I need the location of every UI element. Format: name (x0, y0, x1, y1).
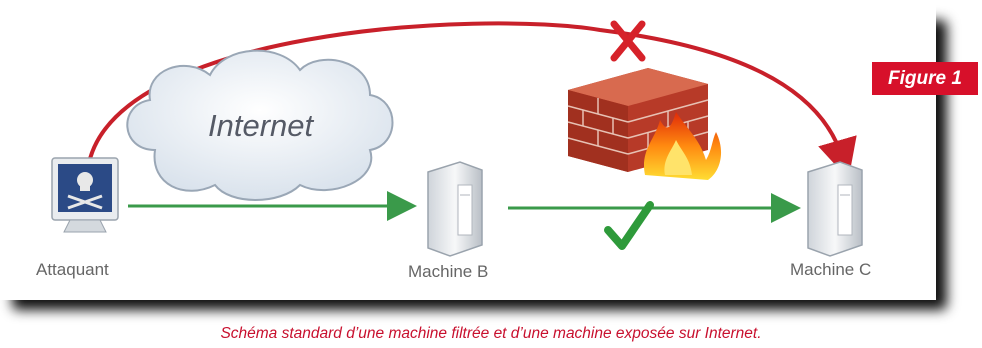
diagram-panel: Internet Attaquant Machine B Machine C (36, 20, 872, 281)
server-icon (427, 161, 483, 257)
figure-caption: Schéma standard d’une machine filtrée et… (220, 325, 762, 342)
cloud-icon (126, 49, 394, 201)
figure-tag: Figure 1 (872, 62, 978, 95)
check-icon (604, 201, 654, 250)
attacker-label: Attaquant (36, 260, 109, 279)
diagram-svg (51, 20, 863, 257)
blocked-x-icon (610, 20, 646, 62)
pirate-monitor-icon (51, 157, 119, 233)
machine-b-label: Machine B (408, 262, 489, 281)
firewall-icon (567, 68, 722, 180)
machine-c-label: Machine C (790, 260, 872, 279)
cloud-label: Internet (208, 108, 314, 143)
server-icon (807, 161, 863, 257)
